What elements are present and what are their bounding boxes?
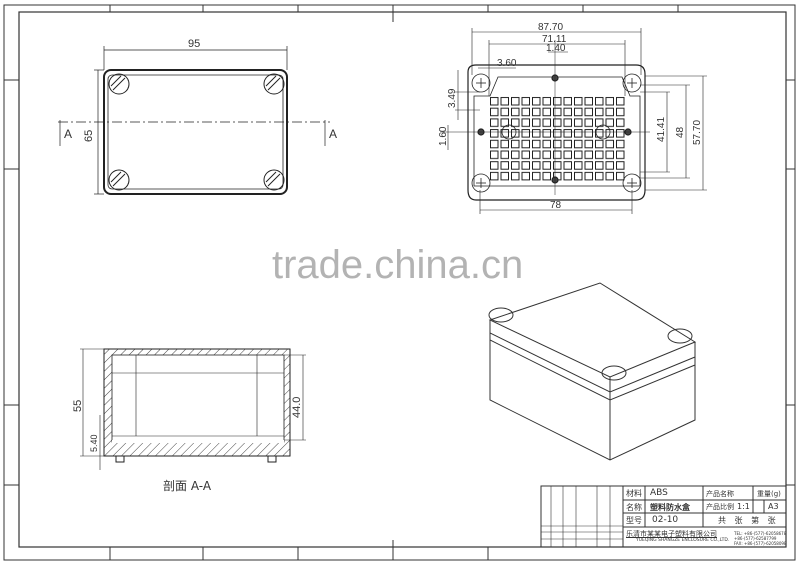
bottom-view: 87.70 71.11 1.40 3.60 3.49 1.60 41.41 48…	[438, 22, 707, 214]
dim-57-70: 57.70	[692, 120, 703, 145]
material-value: ABS	[650, 488, 668, 498]
title-block	[540, 485, 787, 548]
section-title: 剖面 A-A	[163, 479, 212, 493]
dim-5-40: 5.40	[89, 434, 99, 452]
paper-size: A3	[768, 502, 779, 511]
section-mark-left: A	[64, 127, 72, 141]
dim-3-60: 3.60	[497, 58, 517, 69]
model-value: 02-10	[652, 515, 679, 525]
dim-65: 65	[83, 130, 95, 142]
watermark: trade.china.cn	[272, 243, 524, 287]
dim-41-41: 41.41	[656, 117, 667, 142]
isometric-view	[488, 282, 697, 461]
scale-label: 产品比例	[706, 503, 734, 511]
contact-info: TEL: +86-(577)-62058678 +86-(577)-625877…	[734, 531, 787, 546]
section-view: 55 44.0 5.40	[72, 348, 306, 470]
dim-87-70: 87.70	[538, 22, 563, 33]
material-label: 材料	[626, 489, 642, 498]
name-value: 塑料防水盒	[650, 503, 690, 512]
dim-55: 55	[72, 400, 84, 412]
dim-78: 78	[550, 200, 562, 211]
dim-1-60: 1.60	[438, 126, 449, 146]
company-en: YUEQING SHANGZE ENCLOSURE CO.,LTD.	[636, 538, 730, 543]
dim-3-49: 3.49	[447, 88, 458, 108]
dim-44-0: 44.0	[291, 397, 303, 418]
dim-71-11: 71.11	[542, 34, 567, 45]
section-mark-right: A	[329, 127, 337, 141]
dim-48: 48	[675, 126, 686, 138]
name-label: 名称	[626, 503, 642, 512]
product-name-label: 产品名称	[706, 490, 734, 498]
dim-1-40: 1.40	[546, 43, 566, 54]
model-label: 型号	[626, 516, 642, 525]
weight-label: 重量(g)	[757, 490, 781, 498]
scale-value: 1:1	[737, 502, 750, 511]
company-cn: 乐清市某某电子塑料有限公司	[626, 530, 717, 538]
dim-95: 95	[188, 38, 200, 50]
sheet-label: 共 张 第 张	[718, 516, 779, 525]
drawing-frame	[3, 4, 796, 561]
top-view: 95 65 A A	[58, 38, 337, 195]
